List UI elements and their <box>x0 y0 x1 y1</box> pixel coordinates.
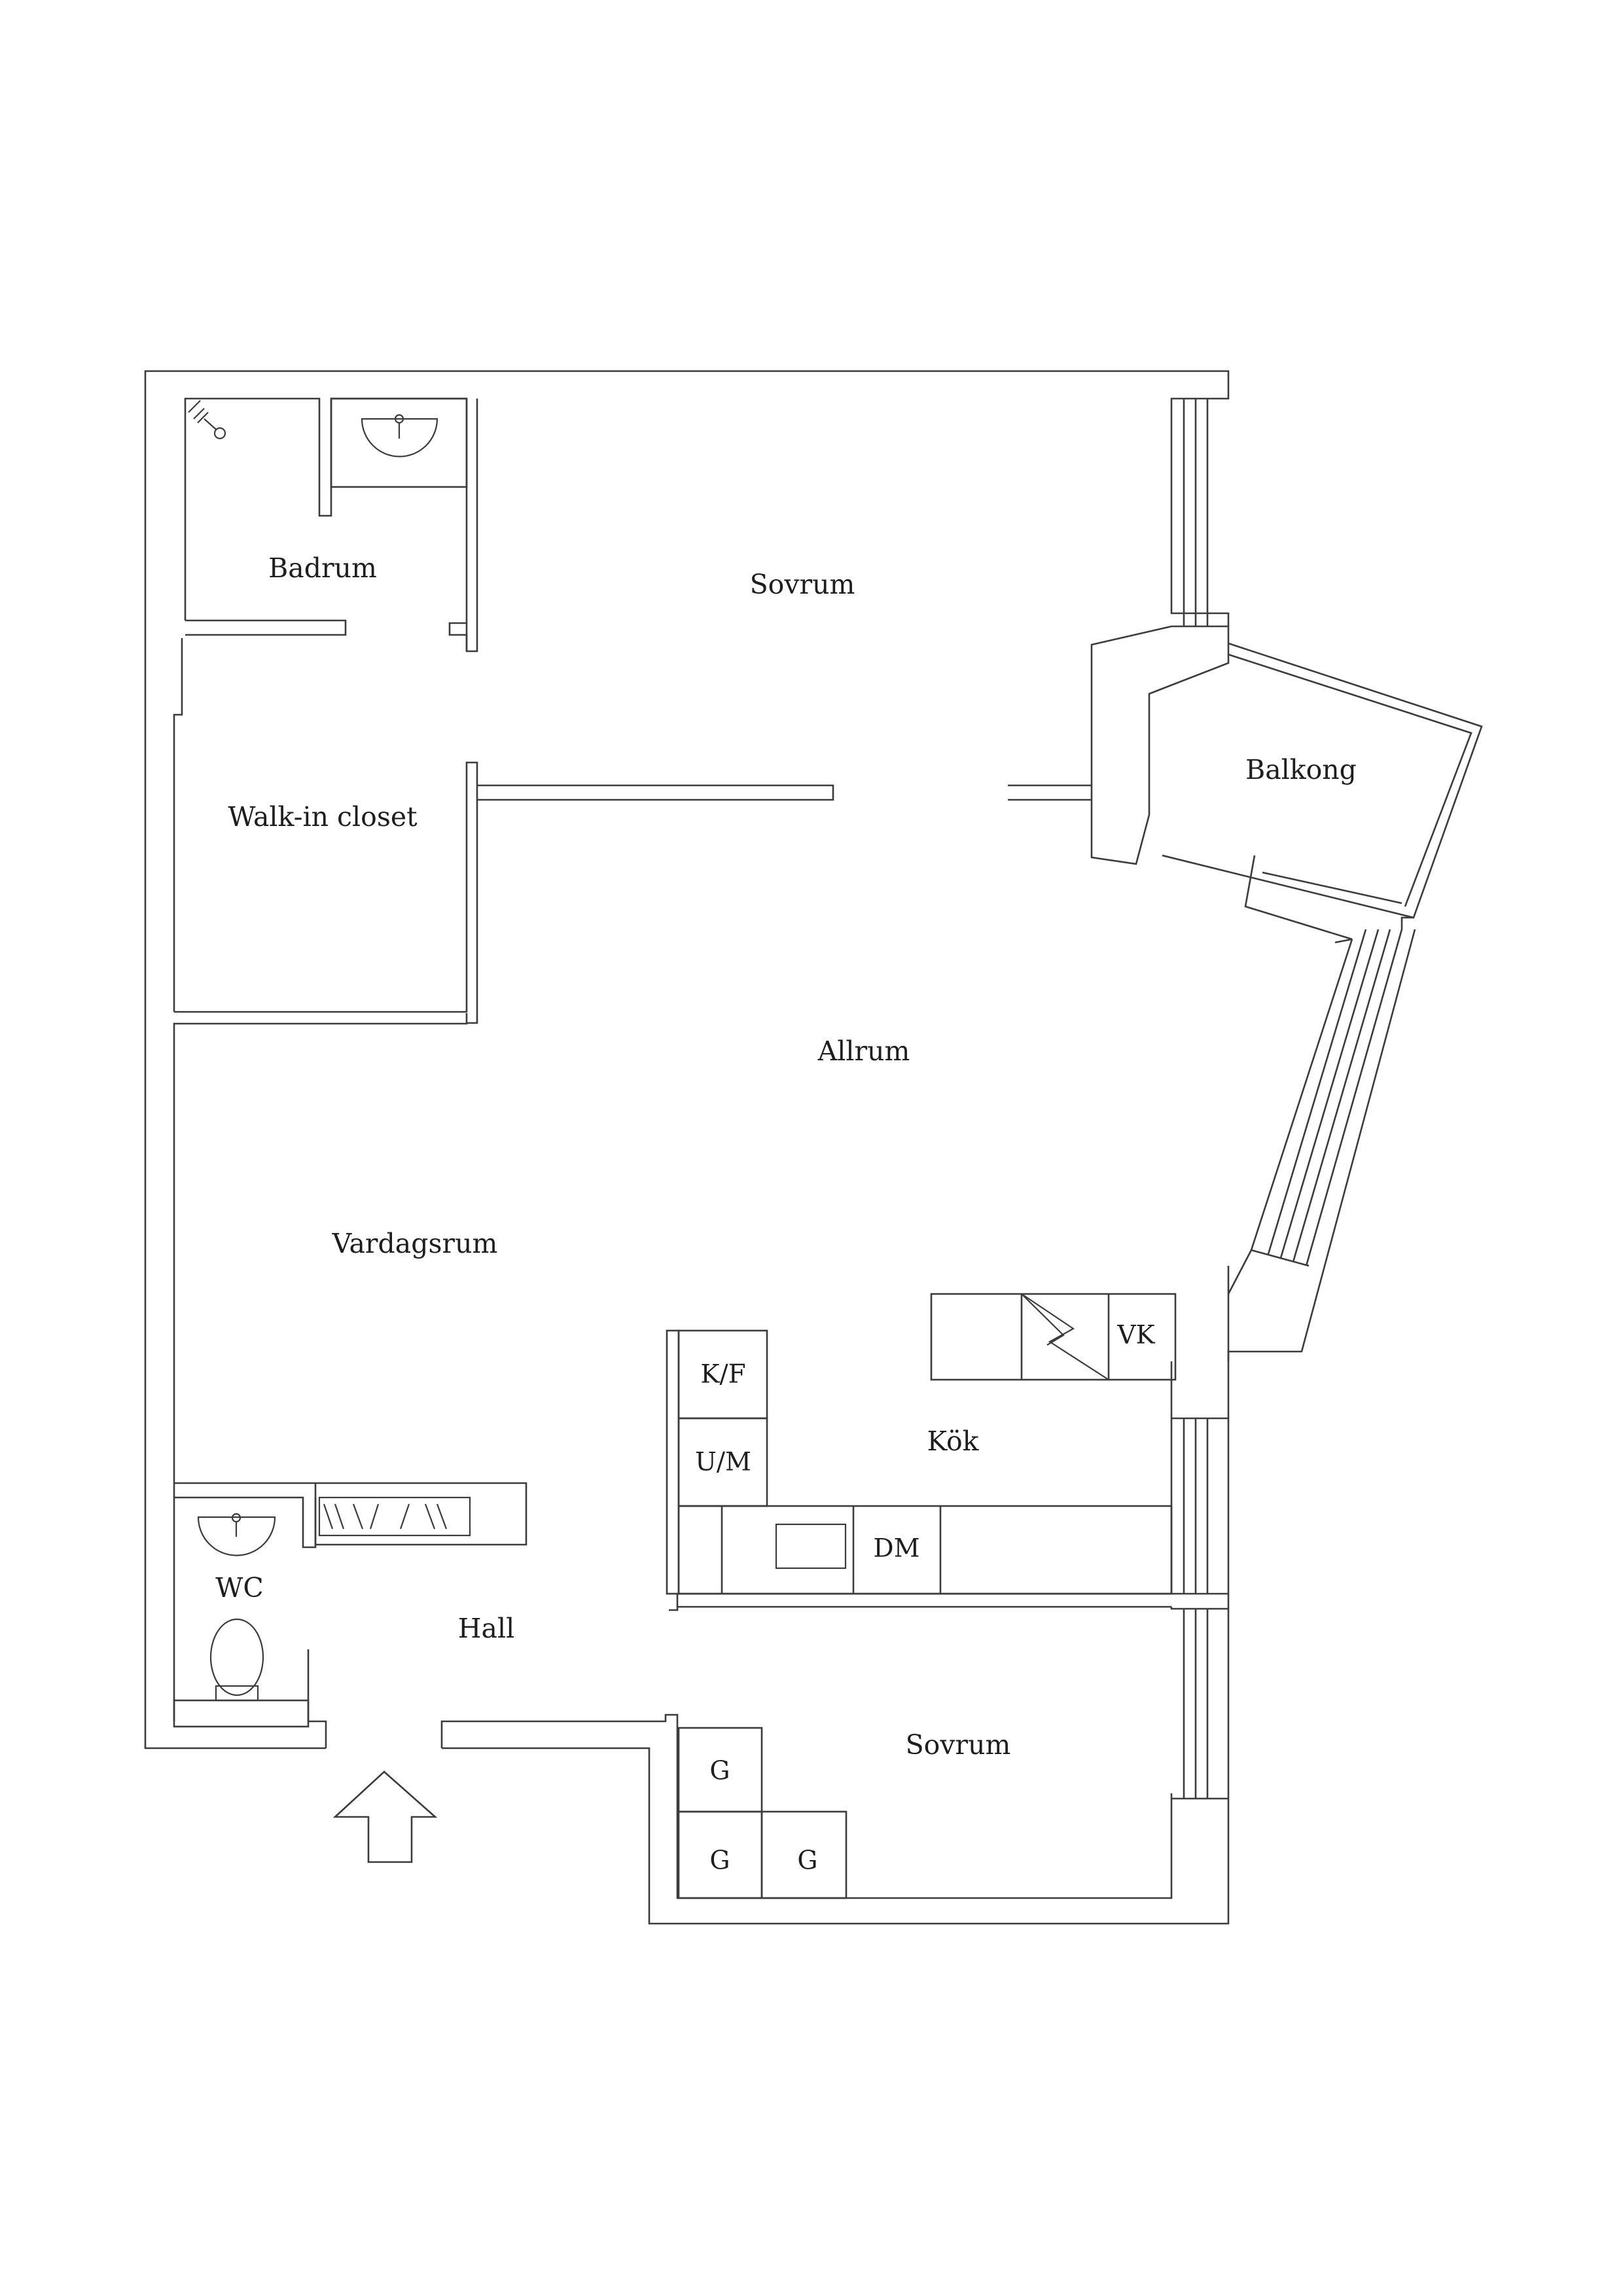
bedroom-bottom <box>677 1607 1228 1899</box>
kitchen <box>666 1293 1228 1611</box>
label-balkong: Balkong <box>1245 754 1357 785</box>
label-um: U/M <box>695 1448 751 1477</box>
label-allrum: Allrum <box>817 1035 910 1067</box>
shower-head-icon <box>188 400 226 440</box>
outer-walls <box>144 370 1230 1925</box>
label-sovrum-bottom: Sovrum <box>906 1729 1011 1761</box>
label-badrum: Badrum <box>268 552 377 584</box>
walk-in-closet <box>174 761 834 1024</box>
label-dm: DM <box>873 1534 919 1564</box>
kitchen-counter <box>677 1505 1173 1595</box>
toilet-icon <box>209 1618 264 1696</box>
label-kok: Kök <box>927 1426 979 1457</box>
label-vardagsrum: Vardagsrum <box>332 1228 498 1259</box>
label-wardrobe-2: G <box>709 1846 730 1876</box>
balcony <box>1162 642 1483 944</box>
label-wc: WC <box>215 1572 264 1604</box>
wc-and-hall <box>173 1482 527 1728</box>
washbasin-icon <box>361 418 438 457</box>
label-wardrobe-1: G <box>709 1757 730 1786</box>
entrance-arrow-icon <box>332 1770 438 1863</box>
hanger-rail-icon <box>323 1503 448 1530</box>
label-wardrobe-3: G <box>797 1846 817 1876</box>
bathroom <box>184 397 478 653</box>
label-hall: Hall <box>458 1613 514 1644</box>
stove-counter <box>930 1293 1177 1381</box>
right-slanted-wall <box>1227 929 1416 1361</box>
label-sovrum-top: Sovrum <box>750 569 855 600</box>
wc-washbasin-icon <box>197 1516 276 1556</box>
wardrobe-3 <box>760 1810 847 1899</box>
electrical-symbol-icon <box>1021 1293 1109 1380</box>
label-walk-in-closet: Walk-in closet <box>228 801 418 833</box>
sink-cabinet <box>330 397 468 488</box>
label-kf: K/F <box>700 1360 745 1390</box>
label-vk: VK <box>1116 1321 1155 1350</box>
bedroom-top-walls <box>1008 399 1230 865</box>
sink-icon <box>775 1523 847 1570</box>
